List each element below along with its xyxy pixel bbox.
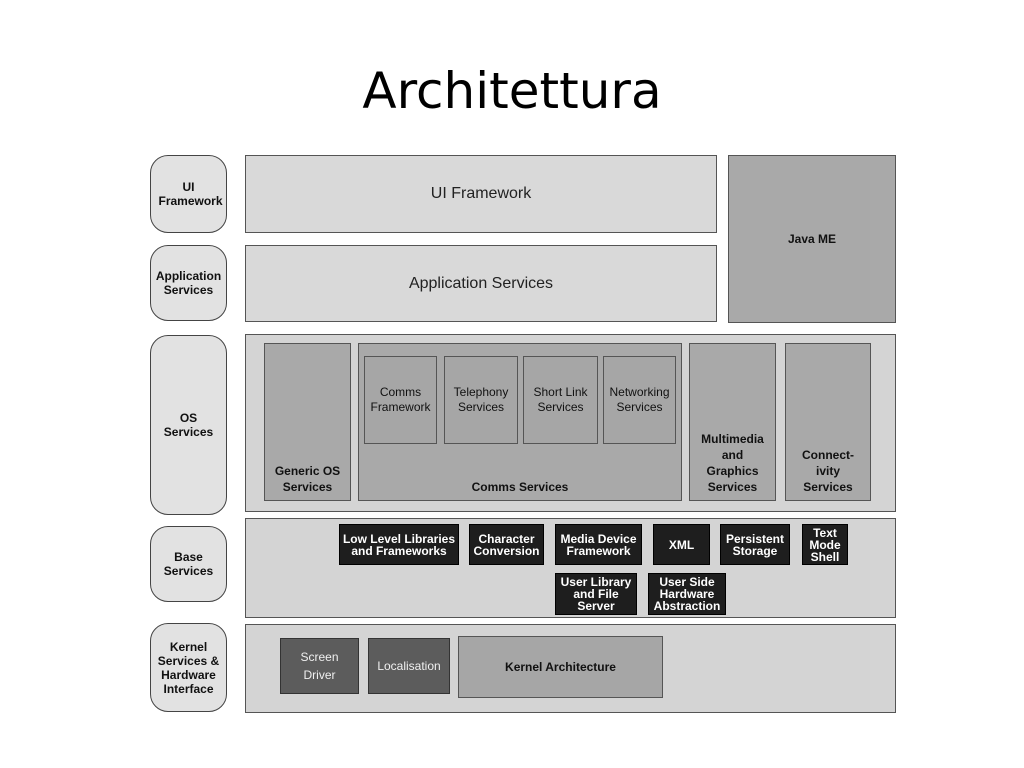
xml-block: XML (653, 524, 710, 565)
java-me-label: Java ME (787, 232, 837, 246)
side-label-os-services: OS Services (150, 335, 227, 515)
localisation-block: Localisation (368, 638, 450, 694)
screen-driver-label: Screen Driver (300, 650, 339, 682)
text-mode-shell-label: Text Mode Shell (809, 525, 841, 564)
networking-services-block: Networking Services (603, 356, 676, 444)
user-side-hardware-abstraction-block: User Side Hardware Abstraction (648, 573, 726, 615)
telephony-services-label: Telephony Services (453, 385, 509, 414)
side-label-ui-framework-text: UI Framework (158, 180, 223, 208)
side-label-kernel: Kernel Services & Hardware Interface (150, 623, 227, 712)
connectivity-services-block: Connect-ivity Services (785, 343, 871, 501)
multimedia-graphics-block: Multimedia and Graphics Services (689, 343, 776, 501)
persistent-storage-label: Persistent Storage (725, 531, 785, 558)
comms-framework-block: Comms Framework (364, 356, 437, 444)
screen-driver-block: Screen Driver (280, 638, 359, 694)
user-library-file-server-block: User Library and File Server (555, 573, 637, 615)
xml-label: XML (668, 537, 695, 552)
telephony-services-block: Telephony Services (444, 356, 518, 444)
kernel-architecture-label: Kernel Architecture (505, 660, 616, 674)
side-label-application-services: Application Services (150, 245, 227, 321)
java-me-block: Java ME (728, 155, 896, 323)
page-title: Architettura (362, 62, 662, 120)
media-device-framework-label: Media Device Framework (560, 531, 637, 558)
application-services-block: Application Services (245, 245, 717, 322)
media-device-framework-block: Media Device Framework (555, 524, 642, 565)
side-label-base-services-text: Base Services (163, 550, 214, 578)
side-label-base-services: Base Services (150, 526, 227, 602)
networking-services-label: Networking Services (609, 385, 670, 414)
character-conversion-label: Character Conversion (473, 531, 540, 558)
side-label-kernel-text: Kernel Services & Hardware Interface (157, 639, 220, 696)
low-level-libraries-block: Low Level Libraries and Frameworks (339, 524, 459, 565)
short-link-services-block: Short Link Services (523, 356, 598, 444)
ui-framework-label: UI Framework (430, 185, 532, 202)
generic-os-services-block: Generic OS Services (264, 343, 351, 501)
application-services-label: Application Services (408, 274, 554, 292)
user-side-hardware-abstraction-label: User Side Hardware Abstraction (653, 575, 721, 613)
kernel-architecture-block: Kernel Architecture (458, 636, 663, 698)
persistent-storage-block: Persistent Storage (720, 524, 790, 565)
short-link-services-label: Short Link Services (533, 385, 588, 414)
ui-framework-block: UI Framework (245, 155, 717, 233)
low-level-libraries-label: Low Level Libraries and Frameworks (342, 531, 456, 558)
generic-os-services-label: Generic OS Services (274, 464, 341, 494)
character-conversion-block: Character Conversion (469, 524, 544, 565)
comms-services-label: Comms Services (471, 480, 569, 494)
side-label-ui-framework: UI Framework (150, 155, 227, 233)
multimedia-graphics-label: Multimedia and Graphics Services (701, 432, 764, 494)
side-label-os-services-text: OS Services (163, 411, 214, 439)
localisation-label: Localisation (377, 659, 441, 673)
text-mode-shell-block: Text Mode Shell (802, 524, 848, 565)
side-label-application-services-text: Application Services (155, 269, 222, 297)
user-library-file-server-label: User Library and File Server (560, 575, 632, 613)
comms-framework-label: Comms Framework (370, 385, 431, 414)
connectivity-services-label: Connect-ivity Services (802, 448, 854, 494)
